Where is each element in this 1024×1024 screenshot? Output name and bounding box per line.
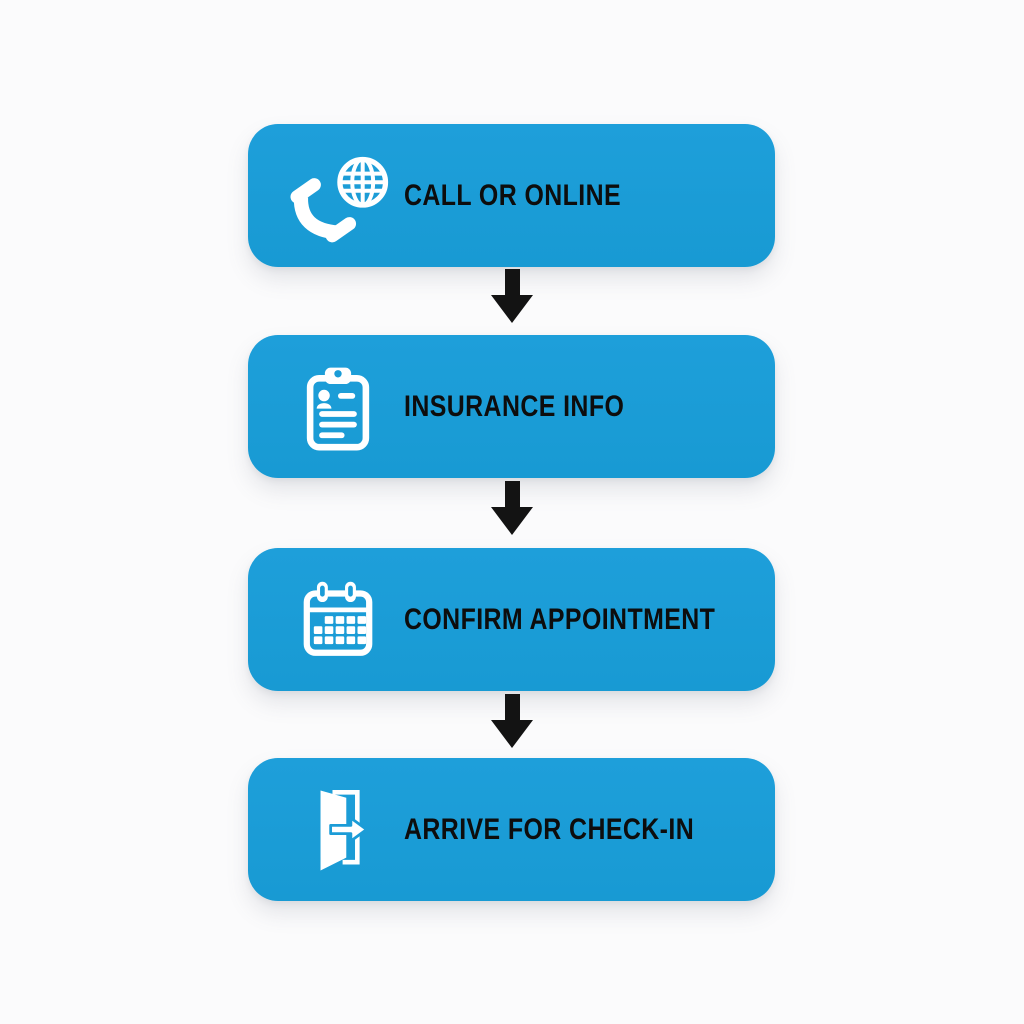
step-label: INSURANCE INFO: [404, 389, 625, 423]
step-box-insurance-info: INSURANCE INFO: [248, 335, 775, 478]
step-label: ARRIVE FOR CHECK-IN: [404, 812, 695, 846]
phone-globe-icon: [278, 146, 398, 246]
door-check-in-icon: [278, 784, 398, 876]
step-box-confirm-appointment: CONFIRM APPOINTMENT: [248, 548, 775, 691]
step-label: CALL OR ONLINE: [404, 178, 622, 212]
flow-arrow-icon: [491, 269, 533, 323]
calendar-icon: [278, 580, 398, 660]
flow-arrow-icon: [491, 694, 533, 748]
clipboard-person-icon: [278, 361, 398, 453]
step-box-call-or-online: CALL OR ONLINE: [248, 124, 775, 267]
step-box-arrive-for-check-in: ARRIVE FOR CHECK-IN: [248, 758, 775, 901]
step-label: CONFIRM APPOINTMENT: [404, 602, 716, 636]
flow-arrow-icon: [491, 481, 533, 535]
